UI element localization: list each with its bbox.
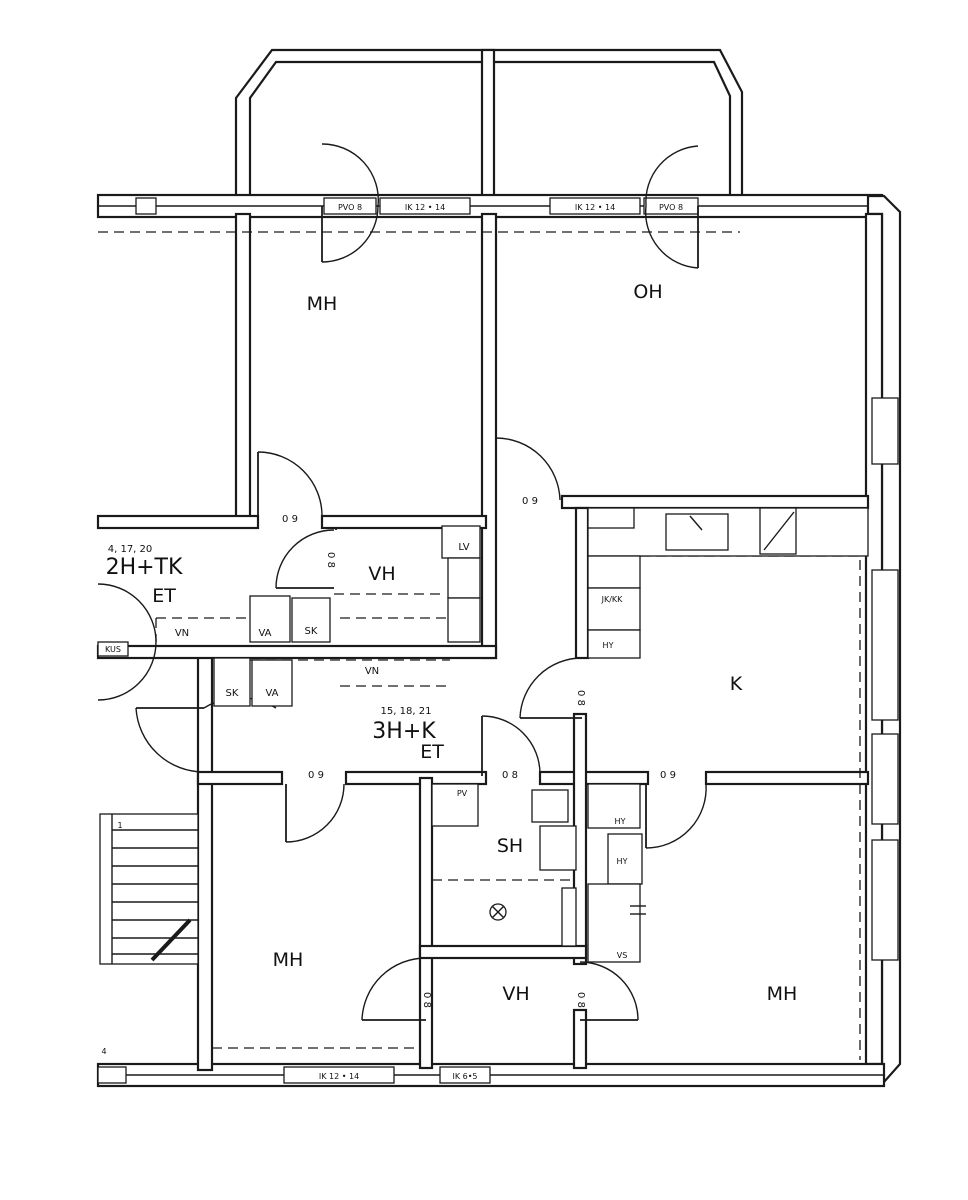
- room-label-vh-lower: VH: [502, 983, 529, 1005]
- fixture-label: VS: [617, 951, 628, 960]
- window-label: IK 12 • 14: [319, 1072, 359, 1081]
- staircase: 1: [99, 813, 199, 965]
- apartment-type-left: 2H+TK: [106, 555, 183, 580]
- room-label-oh: OH: [633, 281, 662, 303]
- fixture-label: VN: [365, 666, 379, 677]
- door-width: 0 8: [575, 992, 586, 1008]
- room-label-mh-bottom-left: MH: [273, 949, 304, 971]
- apartment-numbers-left: 4, 17, 20: [108, 544, 153, 555]
- fixture-label: HY: [617, 857, 628, 866]
- door-width-labels: 0 9 0 9 0 8 0 9 0 8 0 9 0 8 0 8 0 8: [282, 496, 676, 1008]
- door-width: 0 8: [421, 992, 432, 1008]
- apartment-numbers-center: 15, 18, 21: [381, 706, 432, 717]
- fixture-label: HY: [615, 817, 626, 826]
- fixtures: LV VA SK VN VN SK VA JK/KK HY PV: [175, 507, 869, 963]
- room-label-vh-upper: VH: [368, 563, 395, 585]
- fixture-label: HY: [603, 641, 614, 650]
- door-width: 0 9: [660, 770, 676, 781]
- door-width: 0 8: [575, 690, 586, 706]
- window-label: KUS: [105, 645, 121, 654]
- door-width: 0 8: [502, 770, 518, 781]
- room-label-mh-bottom-right: MH: [767, 983, 798, 1005]
- fixture-label: VA: [265, 688, 278, 699]
- fixture-label: PV: [457, 789, 468, 798]
- fixture-label: SK: [305, 626, 318, 637]
- room-label-sh: SH: [497, 835, 523, 857]
- door-width: 0 9: [308, 770, 324, 781]
- room-label-k: K: [730, 673, 743, 695]
- room-label-mh-top: MH: [307, 293, 338, 315]
- corner-number: 4: [101, 1047, 106, 1056]
- fixture-label: LV: [458, 542, 469, 553]
- bottom-windows: IK 12 • 14 IK 6•5: [97, 1066, 491, 1084]
- fixture-label: VN: [175, 628, 189, 639]
- door-width: 0 8: [325, 552, 336, 568]
- doors: [97, 143, 707, 1021]
- room-label-et-center: ET: [420, 741, 444, 763]
- apartment-type-center: 3H+K: [372, 719, 436, 744]
- window-label: IK 12 • 14: [575, 203, 615, 212]
- stair-number: 1: [117, 821, 122, 830]
- door-width: 0 9: [522, 496, 538, 507]
- room-labels: MH OH VH K SH MH VH MH ET ET: [152, 281, 797, 1005]
- interior-walls: [96, 212, 870, 1070]
- window-label: PVO 8: [659, 203, 683, 212]
- balcony: [234, 48, 744, 202]
- fixture-label: VA: [258, 628, 271, 639]
- fixture-label: SK: [226, 688, 239, 699]
- apartment-labels: 4, 17, 20 2H+TK 15, 18, 21 3H+K: [106, 544, 437, 744]
- fixture-label: JK/KK: [601, 595, 624, 604]
- top-windows: PVO 8 IK 12 • 14 IK 12 • 14 PVO 8: [135, 197, 699, 215]
- window-label: IK 6•5: [452, 1072, 477, 1081]
- window-label: IK 12 • 14: [405, 203, 445, 212]
- right-windows: [871, 397, 899, 961]
- door-width: 0 9: [282, 514, 298, 525]
- room-label-et-left: ET: [152, 585, 176, 607]
- window-label: PVO 8: [338, 203, 362, 212]
